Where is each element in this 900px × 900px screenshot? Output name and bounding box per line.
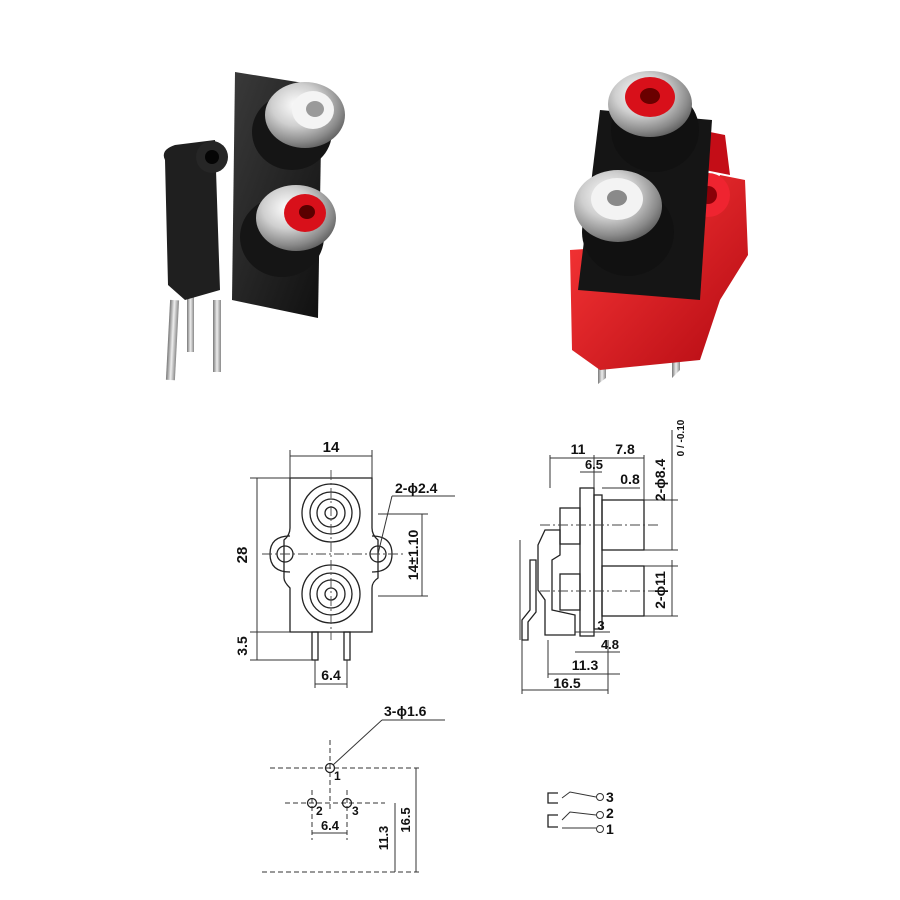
dim-height: 28 (234, 547, 251, 564)
schematic-contact (561, 811, 597, 821)
pin (213, 300, 221, 372)
dim-pin-spacing: 6.4 (321, 667, 341, 683)
dim-hole-spacing: 14±1.10 (405, 530, 421, 581)
schematic-terminal (596, 793, 604, 801)
dim-7-8: 7.8 (615, 441, 635, 457)
front-view-drawing: 14 28 3.5 6.4 2-ϕ2.4 14±1.10 (234, 439, 455, 688)
pcb-pin-1-label: 1 (334, 769, 341, 783)
dim-tolerance: 0 / -0.10 (676, 419, 687, 456)
schematic-bracket-top (547, 792, 558, 804)
side-view-drawing: 11 7.8 6.5 0.8 2-ϕ8.4 0 / -0.10 2-ϕ11 3 … (519, 419, 687, 694)
dim-11-3: 11.3 (572, 657, 599, 673)
schematic-pin-3: 3 (606, 789, 614, 805)
dim-16-5: 16.5 (553, 675, 580, 691)
pcb-pin-3-label: 3 (352, 804, 359, 818)
dim-8-4: 2-ϕ8.4 (652, 459, 668, 502)
dim-11: 11 (571, 441, 586, 457)
pin (165, 299, 180, 381)
dim-pcb-16-5: 16.5 (398, 807, 413, 832)
leader (377, 495, 393, 555)
dim-0-8: 0.8 (620, 471, 640, 487)
pcb-hole-1 (324, 762, 336, 774)
jack-center-hole (640, 88, 660, 104)
dim-pcb-spacing: 6.4 (321, 818, 340, 833)
schematic-pin-2: 2 (606, 805, 614, 821)
dim-3: 3 (597, 618, 604, 633)
dim-6-5: 6.5 (585, 457, 603, 472)
dim-pcb-11-3: 11.3 (376, 826, 391, 851)
pcb-hole-2 (306, 797, 318, 809)
dim-width: 14 (323, 439, 340, 456)
front-plate-side (579, 487, 595, 637)
pin-side (521, 559, 537, 641)
jack-center-hole (299, 205, 315, 219)
label-pcb-holes: 3-ϕ1.6 (384, 703, 427, 719)
barrel-rear-bottom (559, 573, 581, 611)
dim-4-8: 4.8 (601, 637, 619, 652)
schematic-pin-1: 1 (606, 821, 614, 837)
label-holes: 2-ϕ2.4 (395, 480, 438, 496)
leader (332, 719, 383, 766)
housing-side (537, 529, 576, 636)
schematic-terminal (596, 811, 604, 819)
schematic-contact (561, 791, 597, 799)
pcb-pin-2-label: 2 (316, 804, 323, 818)
barrel-rear-top (559, 507, 581, 545)
jack-center-hole (306, 101, 324, 117)
jack-center-hole (607, 190, 627, 206)
schematic-symbol: 3 2 1 (547, 789, 614, 837)
dim-pin-length: 3.5 (234, 636, 250, 656)
photo-black-rca-jack (163, 72, 345, 381)
pcb-hole-3 (341, 797, 353, 809)
pin (311, 631, 319, 661)
schematic-bracket-bottom (547, 814, 558, 828)
pin (187, 290, 194, 352)
pin (343, 631, 351, 661)
pcb-layout-drawing: 1 2 3 3-ϕ1.6 6.4 11.3 16.5 (262, 703, 445, 873)
dim-11-dia: 2-ϕ11 (652, 571, 668, 609)
mount-hole (205, 150, 219, 164)
schematic-terminal (596, 825, 604, 833)
photo-red-rca-jack (570, 71, 748, 384)
flange-side (593, 494, 603, 630)
housing-rear (163, 140, 220, 300)
